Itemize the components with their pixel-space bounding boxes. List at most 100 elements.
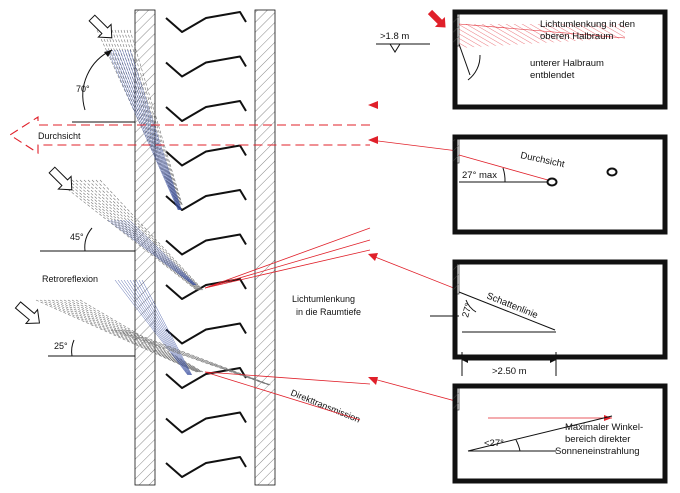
angle-marker-45 [40,227,135,252]
light-ray [138,279,192,376]
light-ray [63,179,198,291]
louver-blade [165,411,247,434]
light-ray [117,279,189,376]
room3-dimension-label: >2.50 m [492,366,527,377]
light-ray [107,49,179,211]
light-ray [47,299,199,373]
room-panel-4 [452,383,668,484]
light-ray [122,219,196,286]
louver-blade [165,100,247,122]
eye-icon [546,177,558,187]
light-ray [120,279,189,376]
light-ray [114,49,180,211]
room1-dimension [376,43,430,53]
direkttransmission-label: Direkttransmission [289,388,361,425]
sun-arrow-icon [427,9,446,28]
room3-dimension [461,352,557,376]
room3-angle: 27° [460,302,474,319]
retroreflexion-label: Retroreflexion [42,274,98,284]
light-ray [113,329,270,386]
light-ray [122,49,181,211]
light-ray [120,29,182,206]
room4-text-line2: bereich direkter [565,434,630,445]
room-panel-3 [430,259,668,360]
light-ray [51,299,199,373]
louver-blade [165,233,247,256]
light-ray [129,49,182,211]
light-ray [59,299,201,373]
light-ray [109,49,179,211]
light-ray [99,179,204,291]
light-ray [116,219,195,286]
durchsicht-label: Durchsicht [38,131,81,141]
light-ray [127,49,182,211]
room1-text-line1: Lichtumlenkung in den [540,19,635,30]
sun-arrow-icon [88,14,113,39]
light-ray [129,29,183,206]
eye-icon [606,167,618,177]
light-ray [117,49,180,211]
light-ray [107,219,194,286]
louver-blade [165,11,247,33]
light-ray [113,219,195,286]
transmission-arrow-icon [8,115,370,155]
light-ray [122,329,271,386]
light-ray [35,299,197,373]
louver-blade [165,55,247,78]
room4-angle: <27° [484,438,504,449]
light-ray [110,219,194,286]
light-ray [59,179,198,291]
light-ray [123,279,190,376]
light-ray [126,279,190,376]
louver-blade [165,144,247,167]
light-ray [39,299,198,373]
light-ray [95,179,203,291]
lichtumlenkung-label-2: in die Raumtiefe [296,307,361,317]
room-panel-1 [427,9,668,110]
light-ray [128,219,197,286]
room4-text-line3: Sonneneinstrahlung [555,446,640,457]
light-ray [119,219,196,286]
light-ray [71,179,199,291]
louver-blade [165,278,247,300]
room2-angle: 27° max [462,170,497,181]
sun-arrow-icon [48,166,73,191]
light-ray [119,329,271,386]
light-ray [43,299,198,373]
sun-arrow-icon [14,301,41,325]
light-ray [141,279,193,376]
light-ray [91,179,203,291]
room-panel-2 [452,134,668,235]
room1-text-line4: entblendet [530,70,575,81]
light-ray [114,279,188,376]
light-ray [123,29,182,206]
light-ray [126,29,183,206]
light-ray [119,49,181,211]
light-ray [125,219,197,286]
light-ray [116,329,270,386]
lichtumlenkung-label-1: Lichtumlenkung [292,294,355,304]
light-ray [63,299,201,373]
louver-blade [165,456,247,478]
louver-blade [165,367,247,389]
angle-label-25: 25° [54,341,68,351]
light-ray [112,49,180,211]
light-ray [124,49,181,211]
angle-marker-70 [72,49,135,123]
light-ray [135,279,192,376]
room4-text-line1: Maximaler Winkel- [565,422,643,433]
room1-text-line3: unterer Halbraum [530,58,604,69]
angle-marker-25 [48,339,135,357]
room1-text-line2: oberen Halbraum [540,31,613,42]
light-ray [129,279,191,376]
louver-blade [165,322,247,345]
angle-label-45: 45° [70,232,84,242]
light-ray [110,329,269,386]
louver-blades [165,11,247,478]
room1-dimension-label: >1.8 m [380,31,409,42]
light-ray [125,329,272,386]
ray-bundles [35,29,272,386]
angle-label-70: 70° [76,84,90,94]
